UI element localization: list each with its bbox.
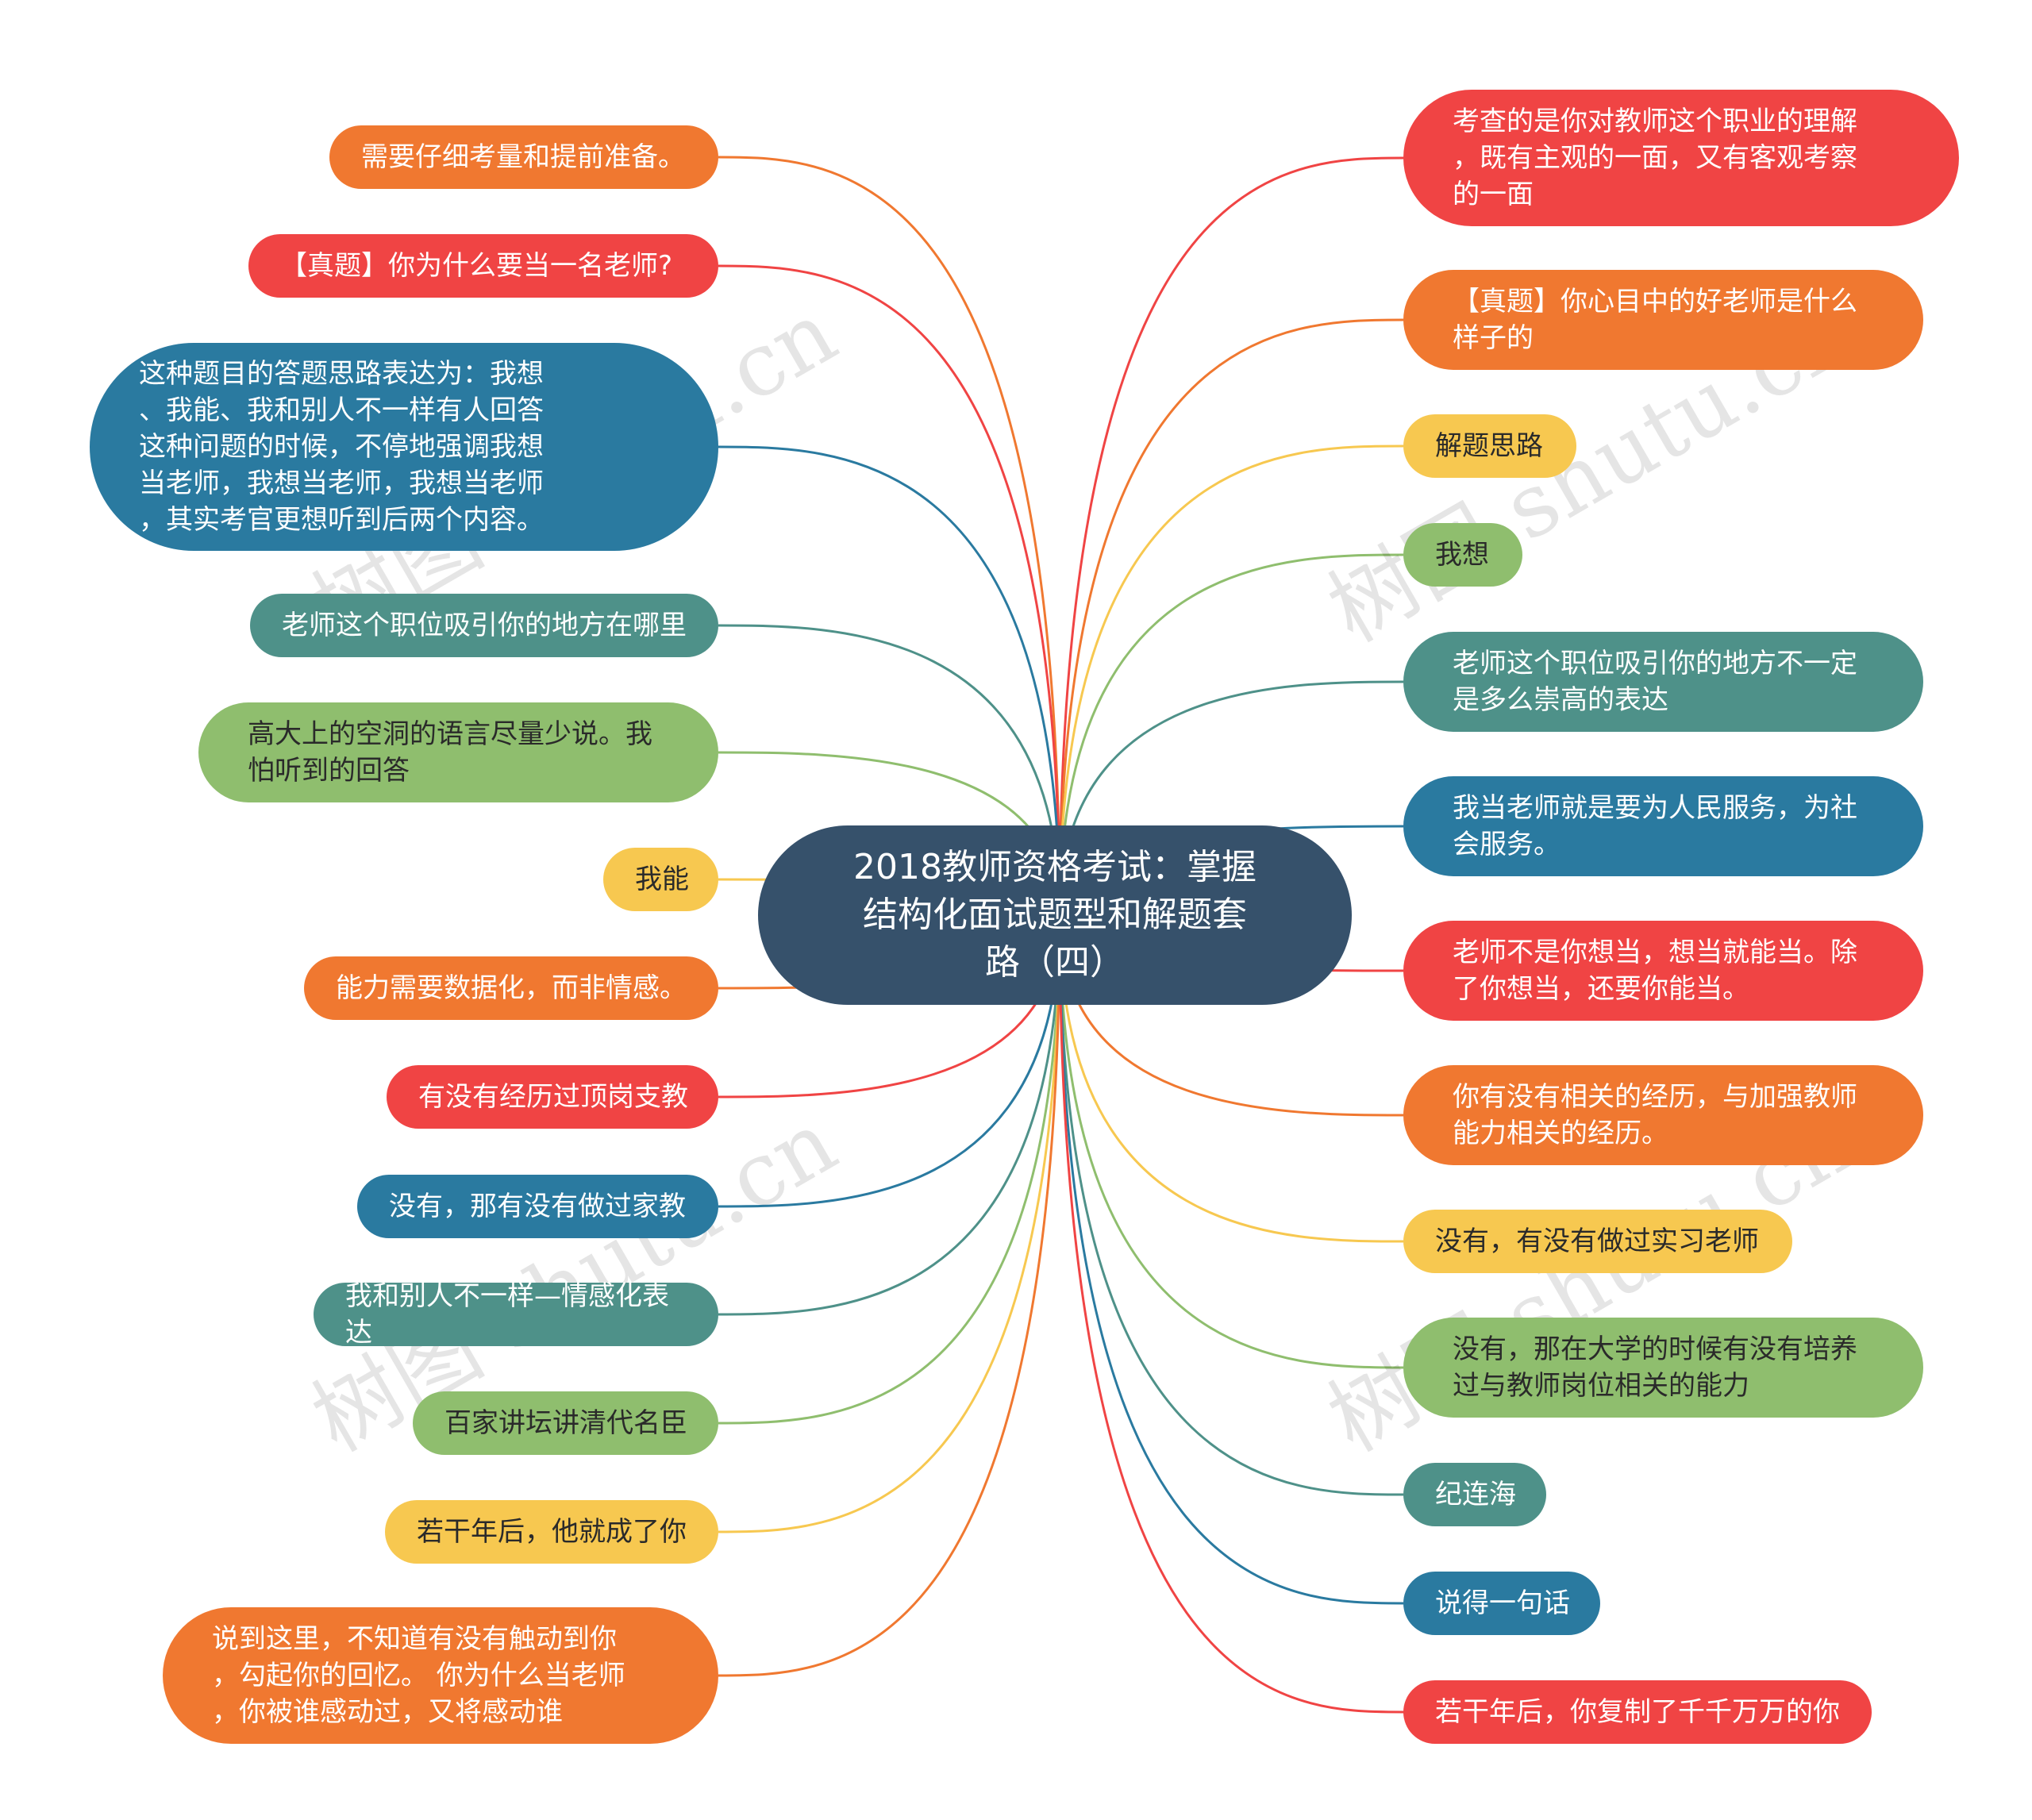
right-link-10 <box>1058 914 1404 1369</box>
left-node-12[interactable]: 若干年后，他就成了你 <box>385 1500 718 1564</box>
node-label: 老师这个职位吸引你的地方不一定 是多么崇高的表达 <box>1453 648 1857 716</box>
left-node-13[interactable]: 说到这里，不知道有没有触动到你 ，勾起你的回忆。 你为什么当老师 ，你被谁感动过… <box>163 1607 718 1744</box>
left-link-12 <box>718 914 1061 1533</box>
node-label: 老师这个职位吸引你的地方在哪里 <box>282 610 687 641</box>
node-label: 说得一句话 <box>1435 1587 1570 1619</box>
left-link-4 <box>718 624 1061 916</box>
right-node-8[interactable]: 你有没有相关的经历，与加强教师 能力相关的经历。 <box>1403 1065 1923 1165</box>
node-label: 【真题】你为什么要当一名老师? <box>280 250 673 282</box>
right-link-1 <box>1058 156 1404 916</box>
right-node-4[interactable]: 我想 <box>1403 523 1522 587</box>
left-link-2 <box>718 264 1061 916</box>
left-node-10[interactable]: 我和别人不一样—情感化表达 <box>314 1280 718 1349</box>
node-label: 【真题】你心目中的好老师是什么 样子的 <box>1453 286 1857 354</box>
right-node-2[interactable]: 【真题】你心目中的好老师是什么 样子的 <box>1403 270 1923 370</box>
right-link-13 <box>1058 914 1404 1714</box>
right-link-3 <box>1058 444 1404 916</box>
right-node-12[interactable]: 说得一句话 <box>1403 1572 1600 1635</box>
left-link-9 <box>718 914 1061 1208</box>
node-label: 若干年后，你复制了千千万万的你 <box>1435 1696 1840 1728</box>
node-label: 说到这里，不知道有没有触动到你 ，勾起你的回忆。 你为什么当老师 ，你被谁感动过… <box>212 1623 625 1728</box>
node-label: 高大上的空洞的语言尽量少说。我 怕听到的回答 <box>248 718 652 787</box>
left-node-3[interactable]: 这种题目的答题思路表达为：我想 、我能、我和别人不一样有人回答 这种问题的时候，… <box>90 343 718 551</box>
left-link-13 <box>718 914 1061 1677</box>
right-node-10[interactable]: 没有，那在大学的时候有没有培养 过与教师岗位相关的能力 <box>1403 1318 1923 1418</box>
node-label: 你有没有相关的经历，与加强教师 能力相关的经历。 <box>1453 1081 1857 1149</box>
node-label: 百家讲坛讲清代名臣 <box>444 1407 687 1439</box>
right-node-5[interactable]: 老师这个职位吸引你的地方不一定 是多么崇高的表达 <box>1403 632 1923 732</box>
node-label: 没有，那有没有做过家教 <box>389 1191 686 1222</box>
right-node-11[interactable]: 纪连海 <box>1403 1463 1546 1526</box>
node-label: 没有，那在大学的时候有没有培养 过与教师岗位相关的能力 <box>1453 1333 1857 1402</box>
right-link-11 <box>1058 914 1404 1496</box>
left-node-5[interactable]: 高大上的空洞的语言尽量少说。我 怕听到的回答 <box>198 702 718 802</box>
left-node-4[interactable]: 老师这个职位吸引你的地方在哪里 <box>250 594 718 657</box>
right-link-2 <box>1058 318 1404 916</box>
node-label: 需要仔细考量和提前准备。 <box>361 141 685 173</box>
node-label: 这种题目的答题思路表达为：我想 、我能、我和别人不一样有人回答 这种问题的时候，… <box>139 358 544 536</box>
node-label: 能力需要数据化，而非情感。 <box>336 972 687 1004</box>
central-topic[interactable]: 2018教师资格考试：掌握 结构化面试题型和解题套 路（四） <box>758 825 1352 1005</box>
node-label: 我想 <box>1435 539 1489 571</box>
left-link-10 <box>718 914 1061 1316</box>
node-label: 我和别人不一样—情感化表达 <box>345 1280 669 1349</box>
right-node-7[interactable]: 老师不是你想当，想当就能当。除 了你想当，还要你能当。 <box>1403 921 1923 1021</box>
node-label: 若干年后，他就成了你 <box>417 1516 687 1548</box>
left-node-6[interactable]: 我能 <box>603 848 718 911</box>
left-node-9[interactable]: 没有，那有没有做过家教 <box>357 1175 718 1238</box>
node-label: 我当老师就是要为人民服务，为社 会服务。 <box>1453 792 1857 860</box>
node-label: 考查的是你对教师这个职业的理解 ，既有主观的一面，又有客观考察 的一面 <box>1453 106 1857 210</box>
left-node-7[interactable]: 能力需要数据化，而非情感。 <box>304 956 718 1020</box>
left-node-11[interactable]: 百家讲坛讲清代名臣 <box>413 1391 718 1455</box>
left-node-8[interactable]: 有没有经历过顶岗支教 <box>387 1065 718 1129</box>
node-label: 有没有经历过顶岗支教 <box>418 1081 688 1113</box>
node-label: 老师不是你想当，想当就能当。除 了你想当，还要你能当。 <box>1453 937 1857 1005</box>
right-node-9[interactable]: 没有，有没有做过实习老师 <box>1403 1210 1792 1273</box>
right-node-13[interactable]: 若干年后，你复制了千千万万的你 <box>1403 1680 1872 1744</box>
right-node-1[interactable]: 考查的是你对教师这个职业的理解 ，既有主观的一面，又有客观考察 的一面 <box>1403 90 1959 226</box>
right-link-12 <box>1058 914 1404 1605</box>
left-node-1[interactable]: 需要仔细考量和提前准备。 <box>329 125 718 189</box>
node-label: 纪连海 <box>1435 1479 1516 1510</box>
left-link-1 <box>718 156 1061 916</box>
right-node-6[interactable]: 我当老师就是要为人民服务，为社 会服务。 <box>1403 776 1923 876</box>
left-link-3 <box>718 445 1061 916</box>
right-link-9 <box>1058 914 1404 1243</box>
node-label: 我能 <box>635 864 689 895</box>
right-node-3[interactable]: 解题思路 <box>1403 414 1576 478</box>
right-link-4 <box>1058 553 1404 916</box>
left-node-2[interactable]: 【真题】你为什么要当一名老师? <box>248 234 718 298</box>
node-label: 没有，有没有做过实习老师 <box>1435 1226 1759 1257</box>
left-link-11 <box>718 914 1061 1425</box>
node-label: 解题思路 <box>1435 430 1543 462</box>
